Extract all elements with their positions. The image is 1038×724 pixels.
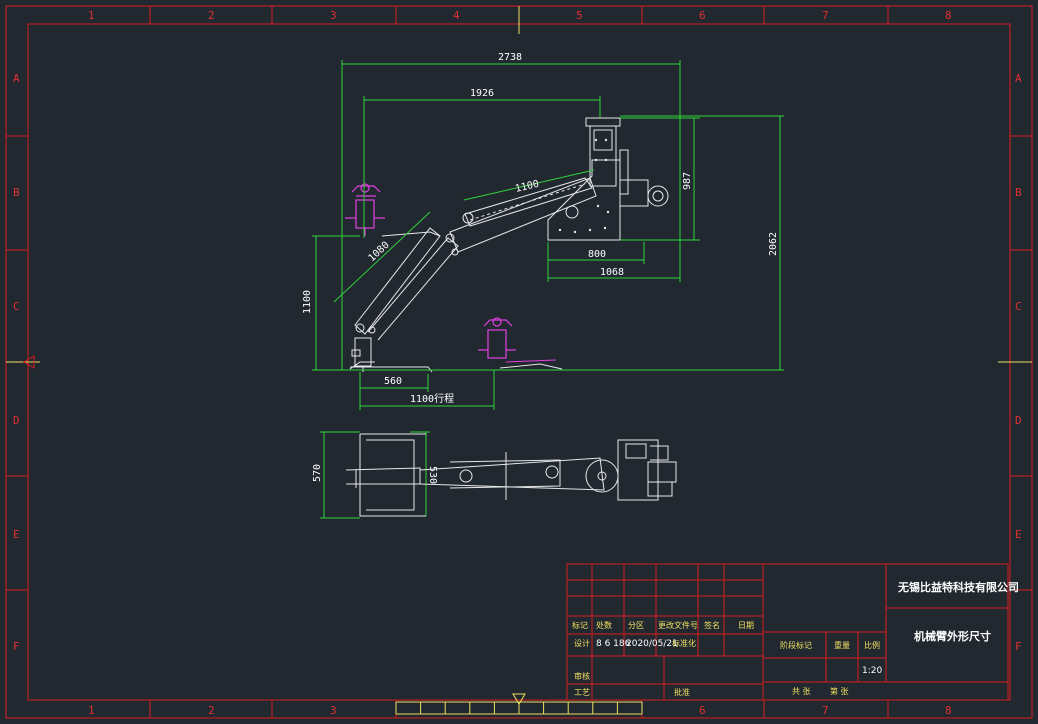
company-name: 无锡比益特科技有限公司 [897,580,1019,594]
dim-530: 530 [427,466,438,484]
scale-label: 比例 [864,640,880,650]
col-label: 7 [822,704,829,717]
col-label: 3 [330,9,337,22]
row-label: F [13,640,20,653]
sheet-frame [5,5,1033,719]
gripper-left [345,183,385,236]
approve-label: 批准 [674,687,690,697]
dim-1100-height: 1100 [302,290,313,314]
col-label: 8 [945,9,952,22]
dim-800: 800 [588,249,606,260]
row-label: A [13,72,20,85]
row-label: A [1015,72,1022,85]
col-label: 1 [88,704,95,717]
row-label: C [13,300,20,313]
scale-value: 1:20 [862,666,882,676]
row-label: B [1015,186,1022,199]
header-date: 日期 [738,621,754,630]
col-label: 4 [453,9,460,22]
dim-1100-reach: 1100行程 [410,392,454,405]
sheet-number: 第 张 [830,686,849,696]
plan-view: 570 530 [312,431,677,519]
header-mark: 标记 [572,620,588,630]
row-label: E [13,528,20,541]
col-label: 6 [699,704,706,717]
dim-1926: 1926 [470,88,494,99]
review-label: 审核 [574,671,590,681]
design-date: 2020/05/21 [626,639,678,649]
row-label: D [13,414,20,427]
row-label: B [13,186,20,199]
dim-1068: 1068 [600,267,624,278]
dim-2738: 2738 [498,52,522,63]
dim-1100-arm: 1100 [514,179,540,195]
row-label: E [1015,528,1022,541]
row-labels: A B C D E F A B C D E F [13,72,1022,653]
header-sign: 签名 [704,620,720,630]
row-label: D [1015,414,1022,427]
row-label: F [1015,640,1022,653]
header-file: 更改文件号 [658,620,698,630]
col-label: 3 [330,704,337,717]
col-label: 5 [576,9,583,22]
dim-2062: 2062 [768,232,779,256]
gripper-right [478,317,516,359]
elevation-view [345,117,669,373]
stage-mark: 阶段标记 [780,640,812,650]
col-label: 7 [822,9,829,22]
sheets-total: 共 张 [792,687,811,696]
row-label: C [1015,300,1022,313]
title-block[interactable]: 无锡比益特科技有限公司 机械臂外形尺寸 标记 处数 分区 更改文件号 签名 日期… [566,563,1019,701]
column-labels: 1 2 3 4 5 6 7 8 1 2 3 6 7 8 [88,9,952,717]
header-zone: 分区 [628,621,644,630]
col-label: 1 [88,9,95,22]
header-count: 处数 [596,620,612,630]
standardization: 标准化 [672,638,696,648]
weight-label: 重量 [834,640,850,650]
drawing-name: 机械臂外形尺寸 [914,629,991,643]
designer: 8 6 186 [596,639,631,649]
dimension-lines [312,60,784,410]
col-label: 2 [208,9,215,22]
col-label: 2 [208,704,215,717]
dim-987: 987 [682,172,693,190]
dim-560: 560 [384,376,402,387]
col-label: 6 [699,9,706,22]
process-label: 工艺 [574,688,590,697]
col-label: 8 [945,704,952,717]
dim-570: 570 [312,464,323,482]
design-label: 设计 [574,638,590,648]
